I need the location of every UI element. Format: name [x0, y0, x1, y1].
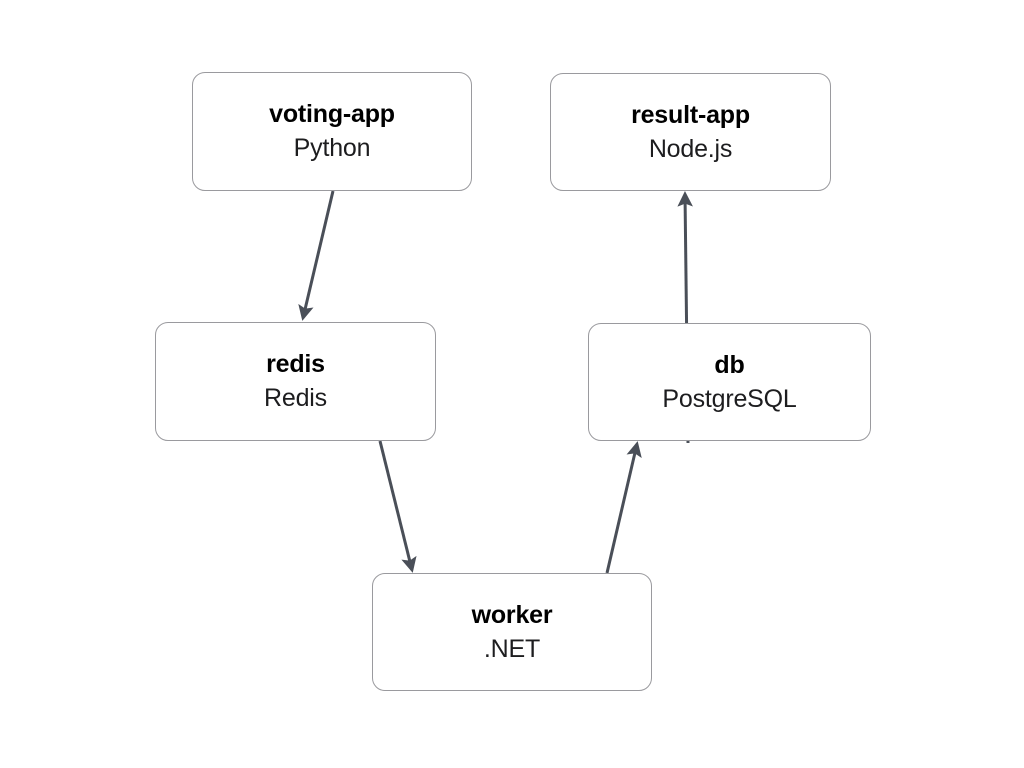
node-title: worker: [471, 600, 553, 629]
node-subtitle: PostgreSQL: [662, 384, 797, 413]
node-subtitle: .NET: [483, 634, 541, 663]
node-worker[interactable]: worker .NET: [372, 573, 652, 691]
node-title: db: [714, 350, 745, 379]
edge-voting-app-to-redis: [298, 190, 335, 321]
node-result-app[interactable]: result-app Node.js: [550, 73, 831, 191]
node-db[interactable]: db PostgreSQL: [588, 323, 871, 441]
edge-redis-to-worker: [378, 440, 417, 573]
node-subtitle: Python: [293, 134, 371, 162]
node-voting-app[interactable]: voting-app Python: [192, 72, 472, 191]
node-subtitle: Redis: [264, 384, 327, 412]
node-redis[interactable]: redis Redis: [155, 322, 436, 441]
node-subtitle: Node.js: [648, 134, 733, 163]
node-title: redis: [266, 350, 325, 378]
node-title: result-app: [631, 100, 750, 129]
node-title: voting-app: [269, 100, 395, 128]
edge-worker-to-db: [605, 441, 642, 574]
